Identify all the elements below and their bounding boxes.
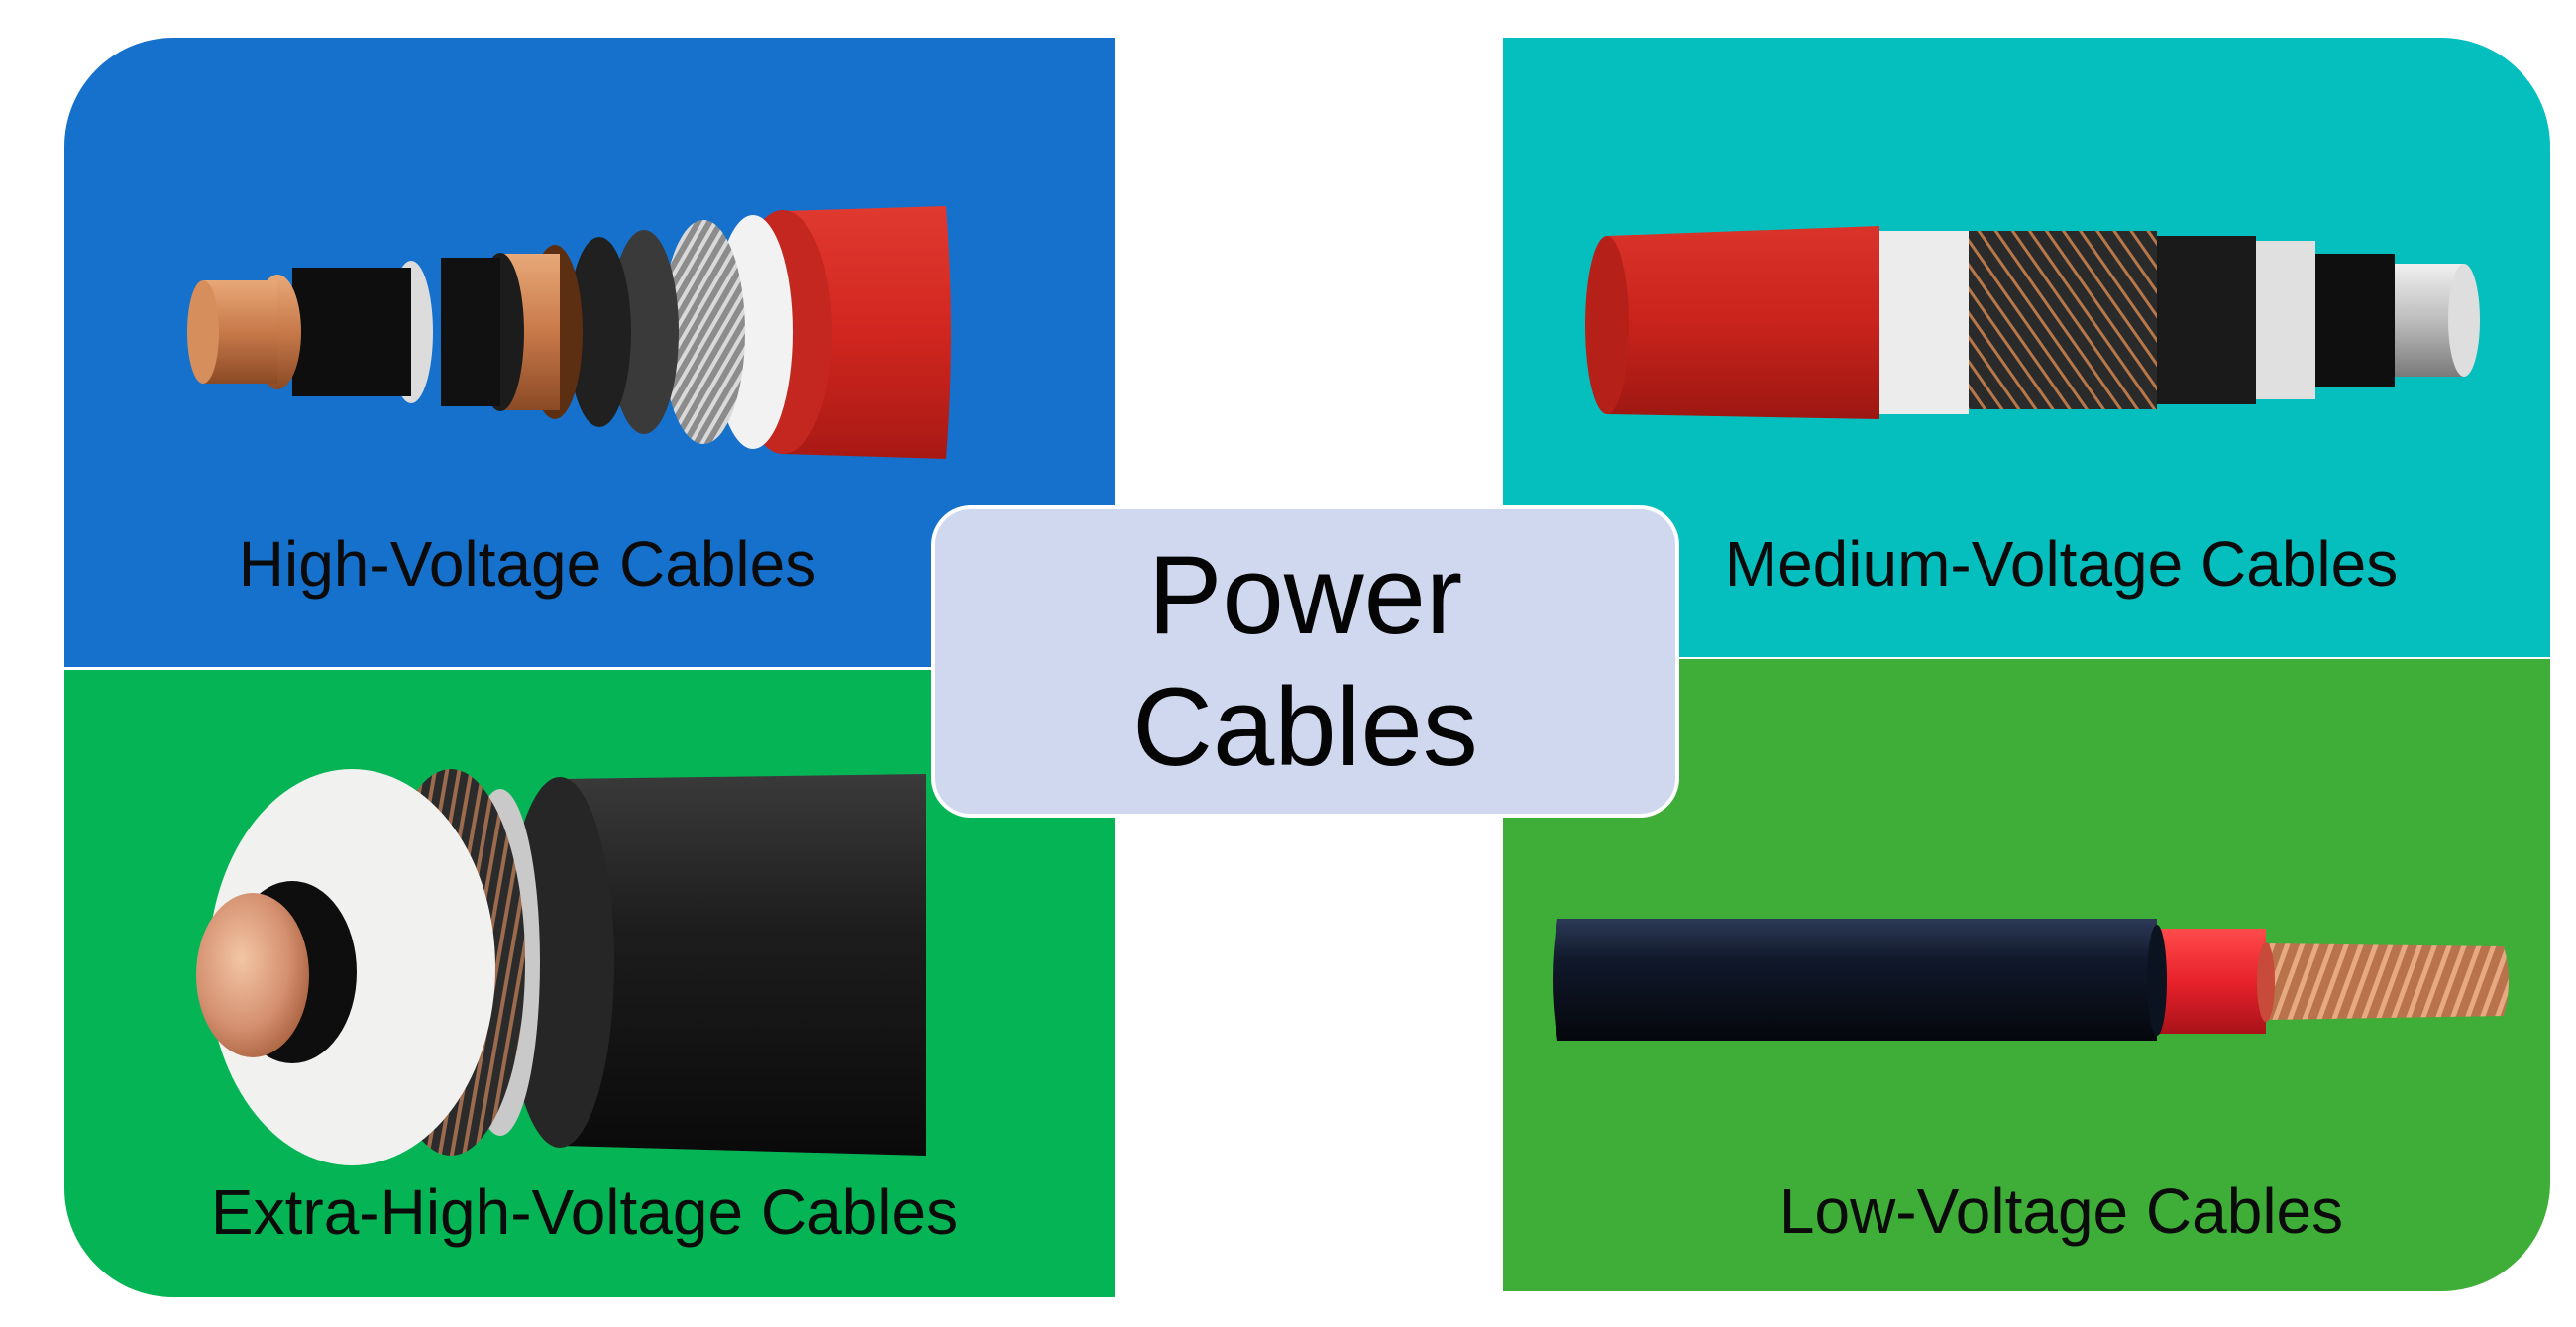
high-voltage-cable-image [187, 206, 951, 459]
quadrant-high-voltage: High-Voltage Cables [64, 38, 1115, 667]
medium-voltage-label: Medium-Voltage Cables [1724, 528, 2399, 600]
high-voltage-label: High-Voltage Cables [238, 528, 817, 600]
low-voltage-label: Low-Voltage Cables [1778, 1175, 2344, 1247]
medium-voltage-cable-image [1585, 226, 2480, 419]
center-title-line1: Power [1147, 533, 1463, 658]
quadrant-extra-high-voltage: Extra-High-Voltage Cables [64, 670, 1115, 1297]
extra-high-voltage-label: Extra-High-Voltage Cables [210, 1176, 959, 1248]
low-voltage-cable-image [1553, 919, 2509, 1041]
extra-high-voltage-cable-image [196, 769, 926, 1165]
center-title-line2: Cables [1132, 664, 1478, 789]
power-cables-center-box: Power Cables [931, 505, 1679, 818]
